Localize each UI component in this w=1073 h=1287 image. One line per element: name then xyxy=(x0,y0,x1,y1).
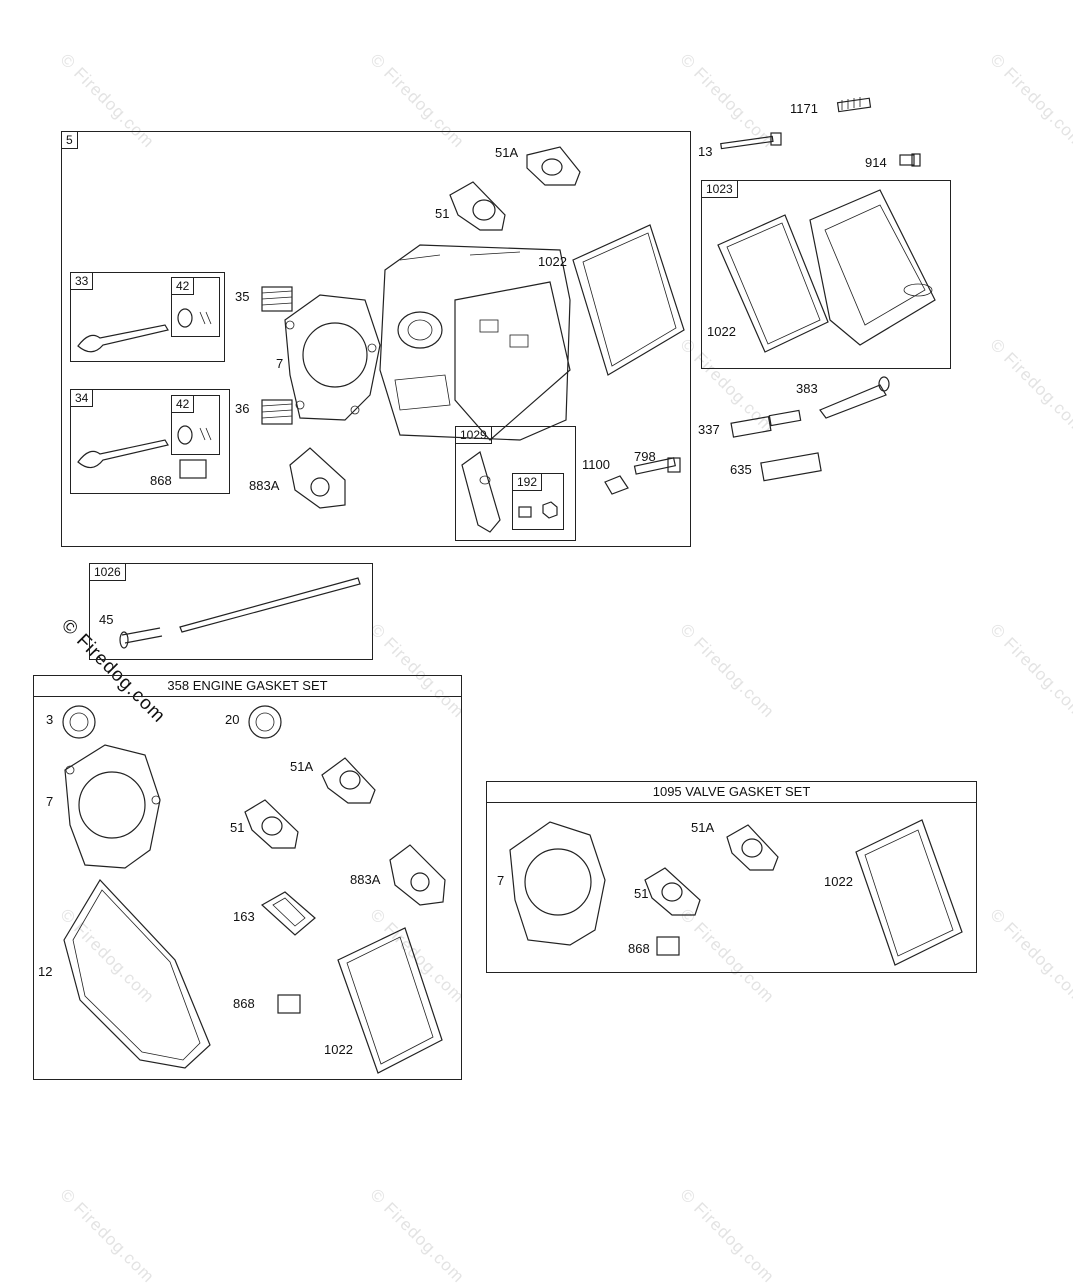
cylinder-head xyxy=(379,244,571,441)
label-12: 12 xyxy=(38,964,53,979)
label-35: 35 xyxy=(235,289,250,304)
main-assembly-tag: 5 xyxy=(62,132,78,149)
label-163: 163 xyxy=(233,909,255,924)
label-635: 635 xyxy=(730,462,752,477)
valve-cover xyxy=(809,189,936,346)
valve-34 xyxy=(77,425,212,479)
label-1171: 1171 xyxy=(790,101,818,116)
plate-883A xyxy=(289,447,346,509)
sleeve-868-valve-set xyxy=(656,936,680,956)
spark-plug-337 xyxy=(730,409,802,438)
pushrod-tag: 1026 xyxy=(90,564,126,581)
watermark: © Firedog.com xyxy=(366,1185,469,1287)
label-868-set: 868 xyxy=(233,996,255,1011)
gasket-51A xyxy=(526,146,581,186)
label-3: 3 xyxy=(46,712,54,727)
bolt-13 xyxy=(720,132,782,150)
intake-valve-box: 33 xyxy=(70,272,225,362)
seal-20 xyxy=(248,705,282,739)
head-gasket-7 xyxy=(284,294,381,421)
engine-gasket-set-title: 358 ENGINE GASKET SET xyxy=(34,676,461,697)
label-36: 36 xyxy=(235,401,250,416)
pivot-stud-798 xyxy=(633,457,681,475)
head-gasket-7-valve-set xyxy=(509,821,606,946)
cover-gasket-1022-valve-set xyxy=(855,819,963,966)
label-51A: 51A xyxy=(495,145,519,160)
main-assembly-box: 5 xyxy=(61,131,691,547)
label-883A-set: 883A xyxy=(350,872,381,887)
sleeve-635 xyxy=(760,452,822,482)
crankcase-gasket-12 xyxy=(63,879,211,1069)
gasket-163 xyxy=(260,891,316,936)
spring-35 xyxy=(261,286,293,312)
gasket-1022-main xyxy=(572,224,685,376)
rocker-nut-tag: 192 xyxy=(513,474,543,491)
stud-1171 xyxy=(836,97,872,113)
label-13: 13 xyxy=(698,144,713,159)
rocker-arm-1029 xyxy=(461,451,501,533)
label-883A: 883A xyxy=(249,478,280,493)
spring-36 xyxy=(261,399,293,425)
label-51: 51 xyxy=(435,206,450,221)
gasket-51A-set xyxy=(321,757,376,804)
pushrod-box: 1026 xyxy=(89,563,373,660)
engine-gasket-set-box: 358 ENGINE GASKET SET xyxy=(33,675,462,1080)
rocker-nut-box: 192 xyxy=(512,473,564,530)
valve-gasket-set-title: 1095 VALVE GASKET SET xyxy=(487,782,976,803)
label-51A-set: 51A xyxy=(290,759,314,774)
nut-914 xyxy=(899,153,921,167)
gasket-51-set xyxy=(244,799,299,849)
plate-883A-set xyxy=(389,844,446,906)
label-1022-cover: 1022 xyxy=(707,324,736,339)
label-51-set: 51 xyxy=(230,820,245,835)
label-7-valve-set: 7 xyxy=(497,873,505,888)
exhaust-keeper-box: 42 xyxy=(171,395,220,455)
parts-diagram-art xyxy=(62,97,963,1074)
label-868-valve-set: 868 xyxy=(628,941,650,956)
intake-keeper-tag: 42 xyxy=(172,278,195,295)
gasket-51 xyxy=(449,181,506,231)
intake-keeper-box: 42 xyxy=(171,277,220,337)
label-51-valve-set: 51 xyxy=(634,886,649,901)
watermark: © Firedog.com xyxy=(56,1185,159,1287)
rocker-nut-192 xyxy=(518,501,558,519)
exhaust-valve-tag: 34 xyxy=(71,390,94,407)
label-337: 337 xyxy=(698,422,720,437)
label-383: 383 xyxy=(796,381,818,396)
label-51A-valve-set: 51A xyxy=(691,820,715,835)
valve-cover-box: 1023 xyxy=(701,180,951,369)
sleeve-868-set xyxy=(277,994,301,1014)
label-1100: 1100 xyxy=(582,457,610,472)
cover-gasket-1022 xyxy=(717,214,829,353)
label-1022: 1022 xyxy=(538,254,567,269)
cover-gasket-1022-set xyxy=(337,927,443,1074)
label-1022-set: 1022 xyxy=(324,1042,353,1057)
valve-33 xyxy=(77,308,212,353)
label-798: 798 xyxy=(634,449,656,464)
exhaust-valve-box: 34 xyxy=(70,389,230,494)
pushrod-45 xyxy=(119,577,361,649)
valve-cover-tag: 1023 xyxy=(702,181,738,198)
head-gasket-7-set xyxy=(64,744,161,869)
watermark: © Firedog.com xyxy=(676,1185,779,1287)
label-45: 45 xyxy=(99,612,114,627)
label-7: 7 xyxy=(276,356,284,371)
label-7-set: 7 xyxy=(46,794,54,809)
label-868: 868 xyxy=(150,473,172,488)
label-1022-valve-set: 1022 xyxy=(824,874,853,889)
valve-gasket-set-box: 1095 VALVE GASKET SET xyxy=(486,781,977,973)
guide-plate-1100 xyxy=(604,475,629,495)
label-20: 20 xyxy=(225,712,240,727)
exhaust-keeper-tag: 42 xyxy=(172,396,195,413)
label-914: 914 xyxy=(865,155,887,170)
seal-3 xyxy=(62,705,96,739)
breather-383 xyxy=(819,376,890,419)
intake-valve-tag: 33 xyxy=(71,273,94,290)
gasket-51-valve-set xyxy=(644,867,701,916)
gasket-51A-valve-set xyxy=(726,824,779,871)
